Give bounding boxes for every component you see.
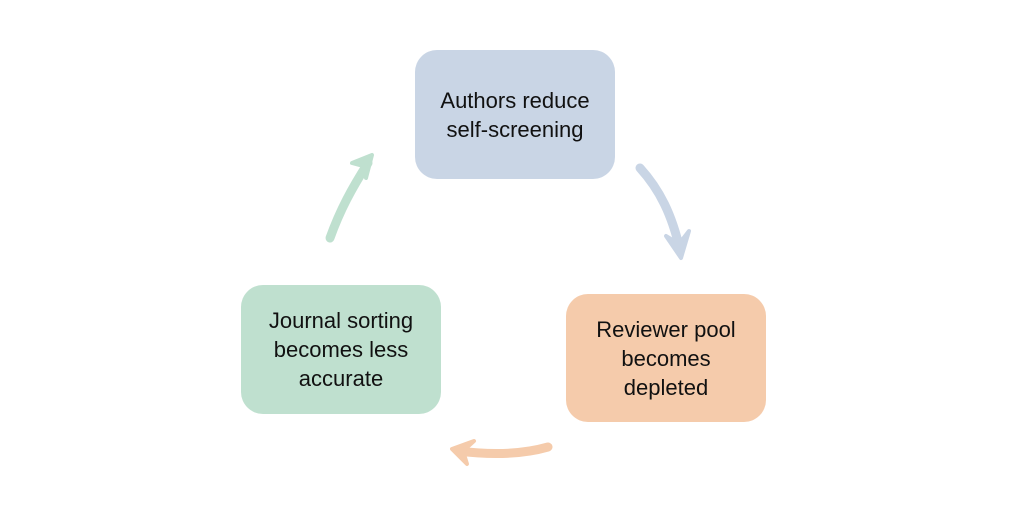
- arrow-authors-to-reviewers: [635, 163, 691, 260]
- node-label: Authors reduce self-screening: [440, 87, 590, 142]
- node-label: Reviewer pool becomes depleted: [596, 316, 736, 400]
- node-label: Journal sorting becomes less accurate: [268, 308, 414, 391]
- arrow-journal-to-authors: [325, 153, 374, 243]
- node-reviewer-pool-depleted: Reviewer pool becomes depleted: [566, 294, 766, 422]
- arrow-reviewers-to-journal: [450, 439, 553, 466]
- node-journal-sorting-less-accurate: Journal sorting becomes less accurate: [241, 285, 441, 414]
- node-authors-reduce-self-screening: Authors reduce self-screening: [415, 50, 615, 179]
